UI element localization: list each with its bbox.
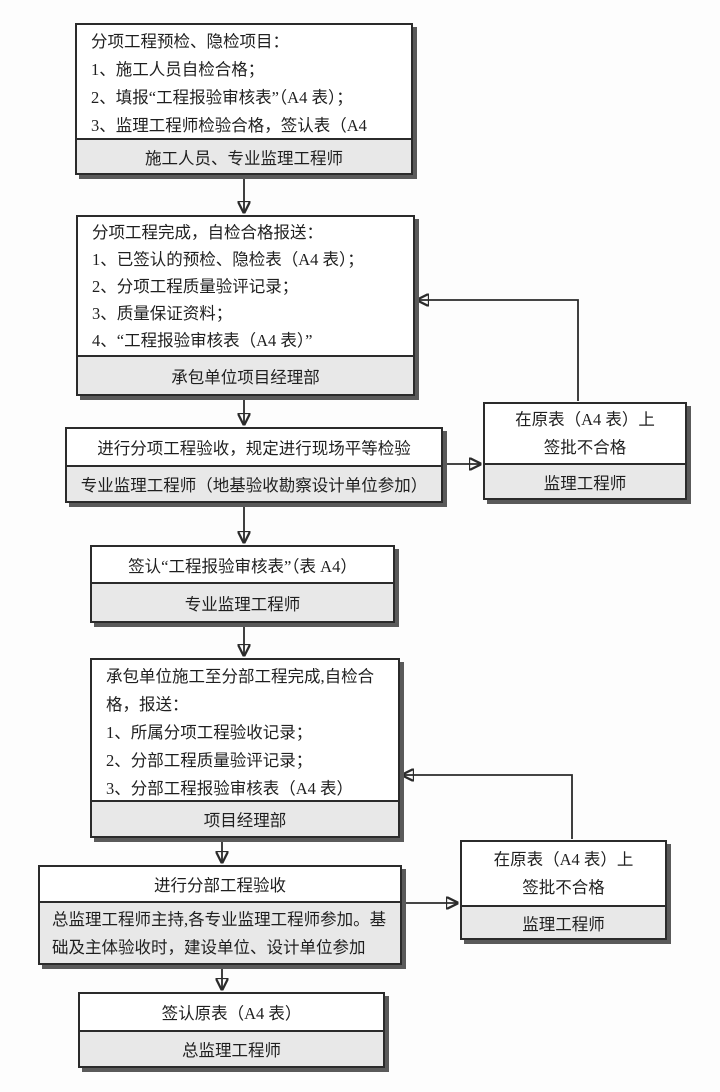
body-text-line: 签批不合格	[543, 437, 627, 457]
node-preinspection-role: 施工人员、专业监理工程师	[77, 138, 411, 173]
node-subproject-report-role: 项目经理部	[92, 800, 398, 836]
body-text-line: 分项工程预检、隐检项目：	[91, 32, 289, 51]
node-sign-review-form: 签认“工程报验审核表”（表 A4） 专业监理工程师	[90, 545, 395, 623]
body-text-line: 承包单位施工至分部工程完成,自检合格，报送：	[106, 667, 375, 714]
body-text-line: 在原表（A4 表）上	[493, 849, 634, 869]
node-sign-review-form-body: 签认“工程报验审核表”（表 A4）	[128, 556, 357, 576]
node-subproject-report: 承包单位施工至分部工程完成,自检合格，报送： 1、所属分项工程验收记录； 2、分…	[90, 658, 400, 838]
body-text-line: 3、质量保证资料；	[92, 304, 233, 323]
body-text-line: 3、分部工程报验审核表（A4 表）	[106, 779, 354, 798]
body-text-line: 2、分部工程质量验评记录；	[106, 751, 313, 770]
node-subitem-report-body: 分项工程完成，自检合格报送： 1、已签认的预检、隐检表（A4 表）； 2、分项工…	[78, 217, 413, 355]
node-sign-original-form-role: 总监理工程师	[80, 1030, 383, 1066]
arrow-reject1-back-to-report	[417, 300, 579, 401]
node-reject-1: 在原表（A4 表）上 签批不合格 监理工程师	[483, 402, 687, 500]
body-text-line: 分项工程完成，自检合格报送：	[92, 223, 323, 242]
node-reject-1-role: 监理工程师	[485, 463, 685, 498]
node-subproject-acceptance: 进行分部工程验收 总监理工程师主持,各专业监理工程师参加。基础及主体验收时，建设…	[38, 865, 402, 965]
node-reject-2-role: 监理工程师	[462, 905, 665, 938]
node-reject-1-body: 在原表（A4 表）上 签批不合格	[485, 404, 685, 463]
node-subproject-report-body: 承包单位施工至分部工程完成,自检合格，报送： 1、所属分项工程验收记录； 2、分…	[92, 660, 398, 800]
node-preinspection: 分项工程预检、隐检项目： 1、施工人员自检合格； 2、填报“工程报验审核表”（A…	[75, 23, 413, 175]
body-text-line: 1、已签认的预检、隐检表（A4 表）；	[92, 250, 364, 269]
body-text-line: 2、分项工程质量验评记录；	[92, 277, 299, 296]
body-text-line: 4、“工程报验审核表（A4 表）”	[92, 331, 313, 350]
node-subitem-report-role: 承包单位项目经理部	[78, 355, 413, 394]
node-subproject-acceptance-role: 总监理工程师主持,各专业监理工程师参加。基础及主体验收时，建设单位、设计单位参加	[40, 901, 400, 963]
node-reject-2-body: 在原表（A4 表）上 签批不合格	[462, 842, 665, 905]
node-subproject-acceptance-body: 进行分部工程验收	[154, 876, 286, 895]
node-subitem-acceptance-role: 专业监理工程师（地基验收勘察设计单位参加）	[67, 465, 441, 501]
node-reject-2: 在原表（A4 表）上 签批不合格 监理工程师	[460, 840, 667, 940]
node-subitem-acceptance: 进行分项工程验收，规定进行现场平等检验 专业监理工程师（地基验收勘察设计单位参加…	[65, 427, 443, 503]
node-sign-original-form: 签认原表（A4 表） 总监理工程师	[78, 992, 385, 1068]
arrow-reject2-back-to-subproject	[402, 775, 573, 839]
body-text-line: 2、填报“工程报验审核表”（A4 表）；	[91, 88, 353, 107]
body-text-line: 签批不合格	[522, 877, 605, 897]
node-sign-review-form-role: 专业监理工程师	[92, 582, 393, 621]
body-text-line: 1、施工人员自检合格；	[91, 60, 265, 79]
node-subitem-report: 分项工程完成，自检合格报送： 1、已签认的预检、隐检表（A4 表）； 2、分项工…	[76, 215, 415, 396]
node-sign-original-form-body: 签认原表（A4 表）	[161, 1004, 302, 1023]
node-subitem-acceptance-body: 进行分项工程验收，规定进行现场平等检验	[97, 439, 411, 458]
node-preinspection-body: 分项工程预检、隐检项目： 1、施工人员自检合格； 2、填报“工程报验审核表”（A…	[77, 25, 411, 163]
body-text-line: 在原表（A4 表）上	[515, 409, 655, 429]
body-text-line: 1、所属分项工程验收记录；	[106, 723, 313, 742]
